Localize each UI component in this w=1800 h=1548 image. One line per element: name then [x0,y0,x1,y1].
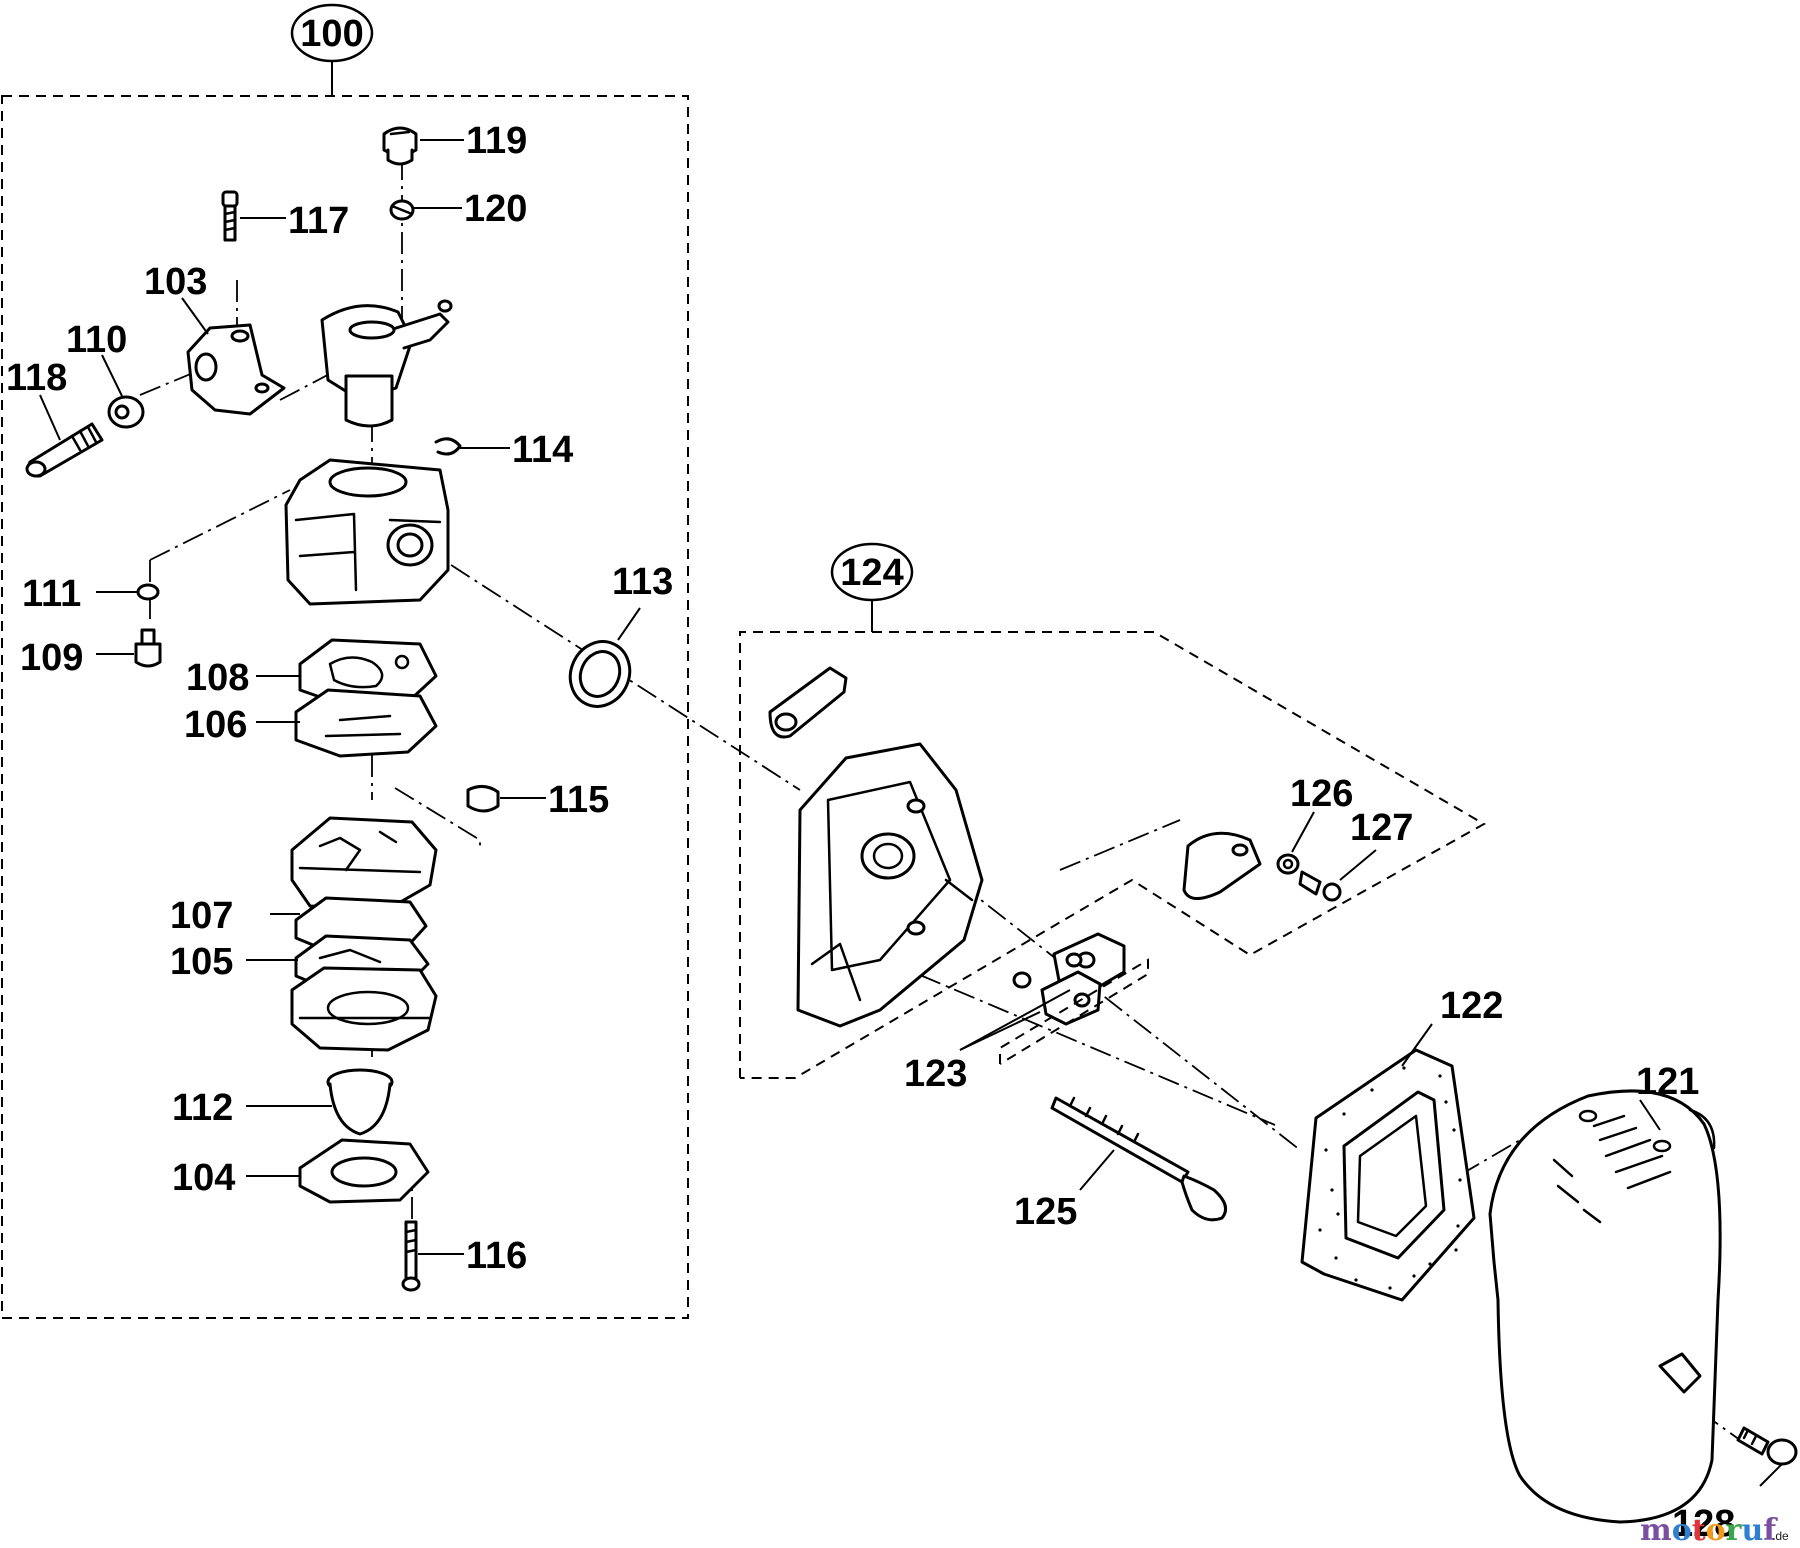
air-cleaner-assembly-group: 124 [739,542,1487,1079]
callout-113: 113 [612,561,673,603]
callout-126: 126 [1290,773,1353,815]
assembly-badge-100: 100 [290,3,374,63]
watermark-logo: motoruf .de [1640,1513,1789,1548]
part-109-needle [134,628,162,668]
callout-labels: 119 120 117 103 110 118 114 111 109 113 … [6,120,1735,1545]
callout-117: 117 [288,200,349,242]
callout-112: 112 [172,1087,233,1129]
part-carburetor-body [284,458,450,606]
part-115-cap [466,785,500,813]
part-117-screw [221,190,239,242]
part-choke-plate [1182,831,1262,900]
part-113-ring [568,640,632,708]
callout-125: 125 [1014,1191,1077,1233]
callout-115: 115 [548,779,609,821]
part-121-air-cleaner-cover [1488,1089,1722,1524]
callout-127: 127 [1350,807,1413,849]
part-106-diaphragm [294,688,438,758]
cover-vent-slots [1552,1109,1672,1224]
callout-111: 111 [22,573,81,615]
part-114-clip [434,437,462,456]
callout-103: 103 [144,261,207,303]
watermark-letter-7: f [1763,1513,1778,1548]
callout-118: 118 [6,357,67,399]
part-125-long-bolt [1050,1096,1228,1222]
part-116-screw [401,1220,421,1292]
watermark-text: motoruf [1640,1513,1778,1548]
callout-107: 107 [170,895,233,937]
callout-116: 116 [466,1235,527,1277]
watermark-letter-1: m [1640,1513,1672,1548]
part-123-boundary [999,958,1149,1065]
callout-109: 109 [20,637,83,679]
assembly-badge-100-label: 100 [300,13,363,55]
callout-128: 128 [1672,1503,1735,1545]
watermark-letter-4: o [1706,1513,1726,1548]
callout-104: 104 [172,1157,235,1199]
callout-120: 120 [464,188,527,230]
part-118-adjuster [25,422,104,478]
watermark-letter-5: r [1726,1513,1743,1548]
carburetor-assembly-group: 100 [1,3,689,1319]
filter-foam-texture [1318,1066,1462,1290]
part-104-plate [298,1138,430,1204]
part-metering-cover [290,966,438,1052]
part-112-primer-bulb [326,1068,394,1136]
part-choke-lever [768,666,848,739]
part-throttle-lever-body [320,299,453,428]
watermark-letter-2: o [1672,1513,1692,1548]
callout-leaders [39,139,1783,1487]
callout-114: 114 [512,429,573,471]
part-126-washer [1276,853,1300,875]
part-103-bracket [186,323,286,416]
assembly-124-boundary [739,631,1487,1079]
callout-105: 105 [170,941,233,983]
assembly-100-boundary [1,95,689,1319]
watermark-letter-6: u [1741,1513,1763,1548]
part-pump-cover [290,816,438,910]
part-111-washer [136,583,160,601]
callout-121: 121 [1636,1061,1699,1103]
part-119-knob [382,126,418,166]
part-110-nut [107,395,145,429]
callout-108: 108 [186,657,249,699]
callout-122: 122 [1440,985,1503,1027]
part-108-gasket [298,638,438,706]
part-air-cleaner-base [796,742,984,1028]
part-127-screw [1298,870,1342,902]
part-122-air-filter [1300,1048,1476,1302]
callout-119: 119 [466,120,527,162]
assembly-badge-124-label: 124 [840,552,903,594]
callout-110: 110 [66,319,127,361]
watermark-suffix: .de [1772,1529,1789,1543]
callout-123: 123 [904,1053,967,1095]
callout-106: 106 [184,704,247,746]
assembly-badge-124: 124 [830,542,914,602]
part-120-spring [389,199,415,221]
part-128-bolt [1736,1426,1798,1466]
watermark-letter-3: t [1692,1513,1706,1548]
